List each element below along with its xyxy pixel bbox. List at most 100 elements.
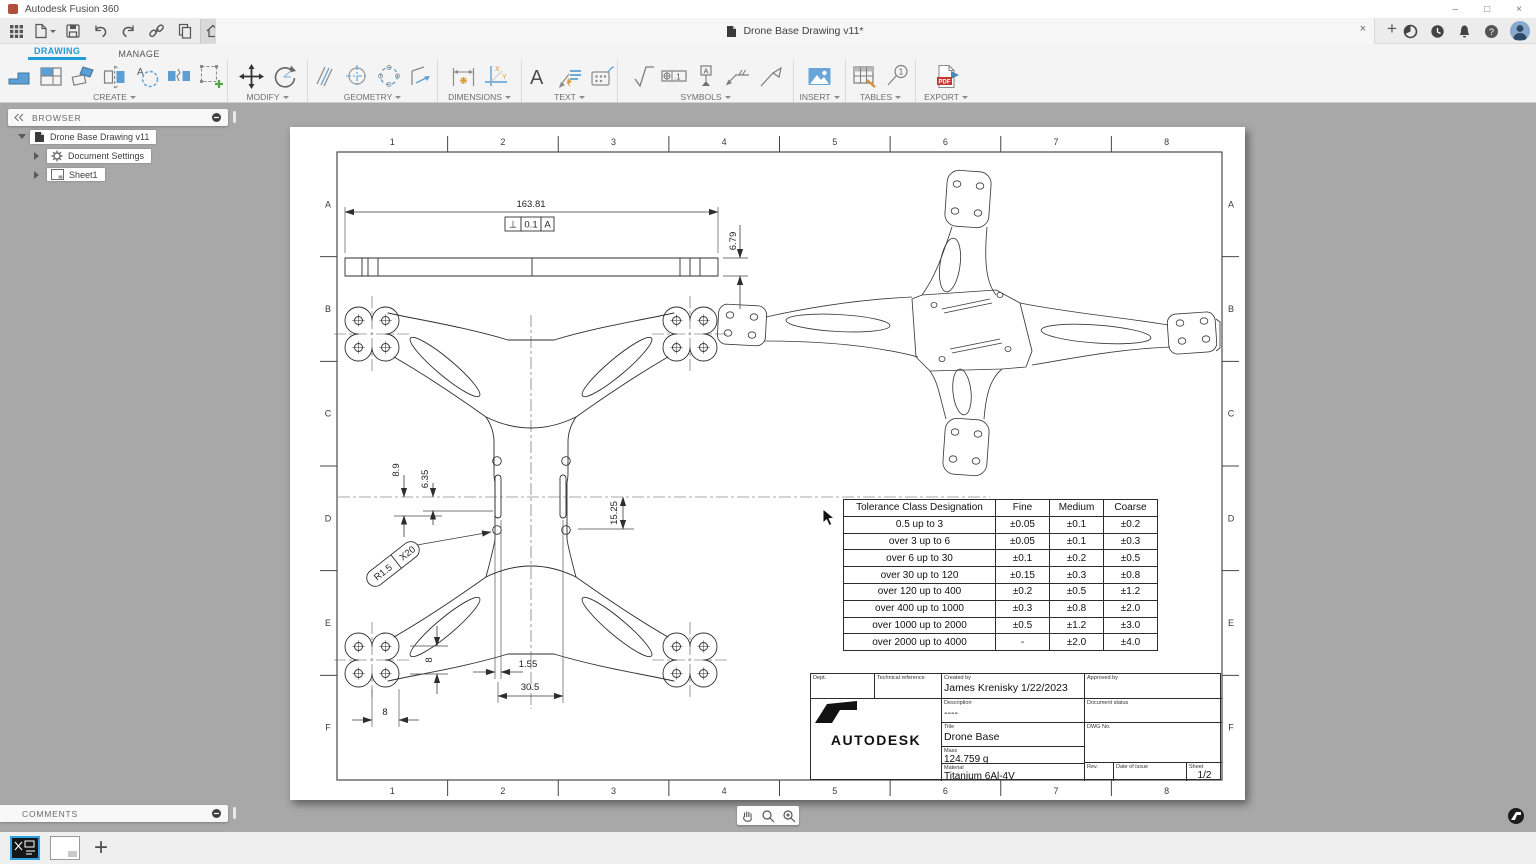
weld-symbol-icon[interactable]	[724, 62, 752, 90]
arrow-leader-icon[interactable]	[756, 62, 784, 90]
tolerance-row: over 120 up to 400±0.2±0.5±1.2	[843, 582, 1158, 601]
date-of-issue-label: Date of issue	[1116, 764, 1149, 770]
export-pdf-icon[interactable]: PDF	[932, 62, 960, 90]
profile-avatar[interactable]	[1510, 21, 1530, 41]
app-grid-icon[interactable]	[4, 19, 29, 43]
browser-item-sheet1[interactable]: Sheet1	[8, 166, 228, 183]
close-button[interactable]: ×	[1516, 3, 1522, 15]
group-modify-label[interactable]: MODIFY	[246, 92, 280, 102]
hide-panel-icon[interactable]	[211, 808, 222, 819]
tolerance-table: Tolerance Class Designation Fine Medium …	[843, 499, 1158, 652]
dept-label: Dept.	[813, 675, 827, 681]
share-link-icon[interactable]	[144, 19, 169, 43]
zoom-icon[interactable]	[760, 808, 777, 824]
detail-view-icon[interactable]: A	[133, 62, 161, 90]
base-view-icon[interactable]	[5, 62, 33, 90]
group-dimensions-label[interactable]: DIMENSIONS	[448, 92, 502, 102]
projected-view-icon[interactable]	[37, 62, 65, 90]
tolerance-cell: ±0.1	[995, 549, 1050, 568]
group-export-label[interactable]: EXPORT	[924, 92, 959, 102]
description-label: Description	[944, 700, 972, 706]
publish-icon[interactable]	[172, 19, 197, 43]
feature-control-frame-icon[interactable]: .1	[660, 62, 688, 90]
balloon-icon[interactable]: 1	[883, 62, 911, 90]
autodesk-logo: AUTODESK	[811, 698, 941, 781]
centerline-icon[interactable]	[311, 62, 339, 90]
tolerance-cell: ±2.0	[1049, 633, 1104, 652]
move-icon[interactable]	[238, 62, 266, 90]
approved-by-label: Approved by	[1087, 675, 1118, 681]
zoom-window-icon[interactable]	[781, 808, 798, 824]
hide-panel-icon[interactable]	[211, 112, 222, 123]
insert-image-icon[interactable]	[806, 62, 834, 90]
zone-label: 8	[1164, 137, 1169, 147]
create-sketch-icon[interactable]	[197, 62, 225, 90]
history-icon[interactable]	[1429, 23, 1445, 39]
group-symbols-label[interactable]: SYMBOLS	[680, 92, 722, 102]
chevron-down-icon	[395, 95, 402, 102]
tolerance-row: over 2000 up to 4000-±2.0±4.0	[843, 633, 1158, 652]
drawing-canvas[interactable]: BROWSER Drone Base Drawing v11 Document …	[0, 103, 1536, 832]
leader-text-icon[interactable]	[556, 62, 584, 90]
text-icon[interactable]: A	[524, 62, 552, 90]
maximize-button[interactable]: □	[1484, 3, 1491, 15]
account-area: ?	[1402, 19, 1530, 43]
note-icon[interactable]	[588, 62, 616, 90]
undo-icon[interactable]	[88, 19, 113, 43]
job-status-icon[interactable]	[1402, 23, 1418, 39]
minimize-button[interactable]: –	[1452, 3, 1459, 15]
surface-texture-icon[interactable]	[628, 62, 656, 90]
expand-open-icon[interactable]	[18, 134, 26, 143]
tolerance-cell: ±0.3	[1103, 532, 1158, 551]
group-create-label[interactable]: CREATE	[93, 92, 127, 102]
panel-grip[interactable]	[233, 111, 236, 123]
expand-closed-icon[interactable]	[34, 170, 43, 179]
svg-text:A: A	[703, 67, 708, 76]
new-tab-icon[interactable]: +	[1387, 19, 1397, 38]
notifications-icon[interactable]	[1456, 23, 1472, 39]
tolerance-cell: -	[995, 633, 1050, 652]
save-icon[interactable]	[60, 19, 85, 43]
redo-icon[interactable]	[116, 19, 141, 43]
datum-identifier-icon[interactable]: A	[692, 62, 720, 90]
edge-extension-icon[interactable]	[407, 62, 435, 90]
auxiliary-view-icon[interactable]	[69, 62, 97, 90]
expand-closed-icon[interactable]	[34, 151, 43, 160]
tolerance-cell: over 1000 up to 2000	[843, 616, 996, 635]
sheet-icon	[51, 169, 64, 180]
tab-manage[interactable]: MANAGE	[118, 49, 160, 59]
group-symbols: .1 A SYMBOLS	[618, 60, 794, 102]
close-tab-icon[interactable]: ×	[1359, 23, 1366, 35]
break-view-icon[interactable]	[165, 62, 193, 90]
browser-item-document-settings[interactable]: Document Settings	[8, 147, 228, 164]
sheet-thumbnail-active[interactable]	[10, 836, 40, 860]
sheet-thumbnail[interactable]	[50, 836, 80, 860]
rotate-icon[interactable]	[270, 62, 298, 90]
section-view-icon[interactable]	[101, 62, 129, 90]
browser-header[interactable]: BROWSER	[8, 109, 236, 126]
comments-title[interactable]: COMMENTS	[22, 808, 78, 819]
table-icon[interactable]	[851, 62, 879, 90]
mass-value: 124.759 g	[944, 754, 989, 763]
dimension-icon[interactable]	[450, 62, 478, 90]
group-insert-label[interactable]: INSERT	[799, 92, 831, 102]
tolerance-cell: ±0.3	[995, 599, 1050, 618]
collapse-panel-icon[interactable]	[14, 113, 24, 122]
pan-icon[interactable]	[739, 808, 756, 824]
tolerance-cell: over 2000 up to 4000	[843, 633, 996, 652]
file-menu-icon[interactable]	[32, 19, 57, 43]
group-tables-label[interactable]: TABLES	[860, 92, 892, 102]
tab-drawing[interactable]: DRAWING	[28, 46, 87, 60]
group-geometry-label[interactable]: GEOMETRY	[343, 92, 393, 102]
panel-grip[interactable]	[233, 807, 236, 819]
document-tab[interactable]: Drone Base Drawing v11* ×	[215, 18, 1375, 44]
new-sheet-icon[interactable]: +	[94, 834, 109, 861]
browser-item-root[interactable]: Drone Base Drawing v11	[8, 128, 228, 145]
center-mark-icon[interactable]	[343, 62, 371, 90]
help-icon[interactable]: ?	[1483, 23, 1499, 39]
svg-text:A: A	[544, 220, 551, 231]
group-text-label[interactable]: TEXT	[554, 92, 576, 102]
center-mark-pattern-icon[interactable]	[375, 62, 403, 90]
